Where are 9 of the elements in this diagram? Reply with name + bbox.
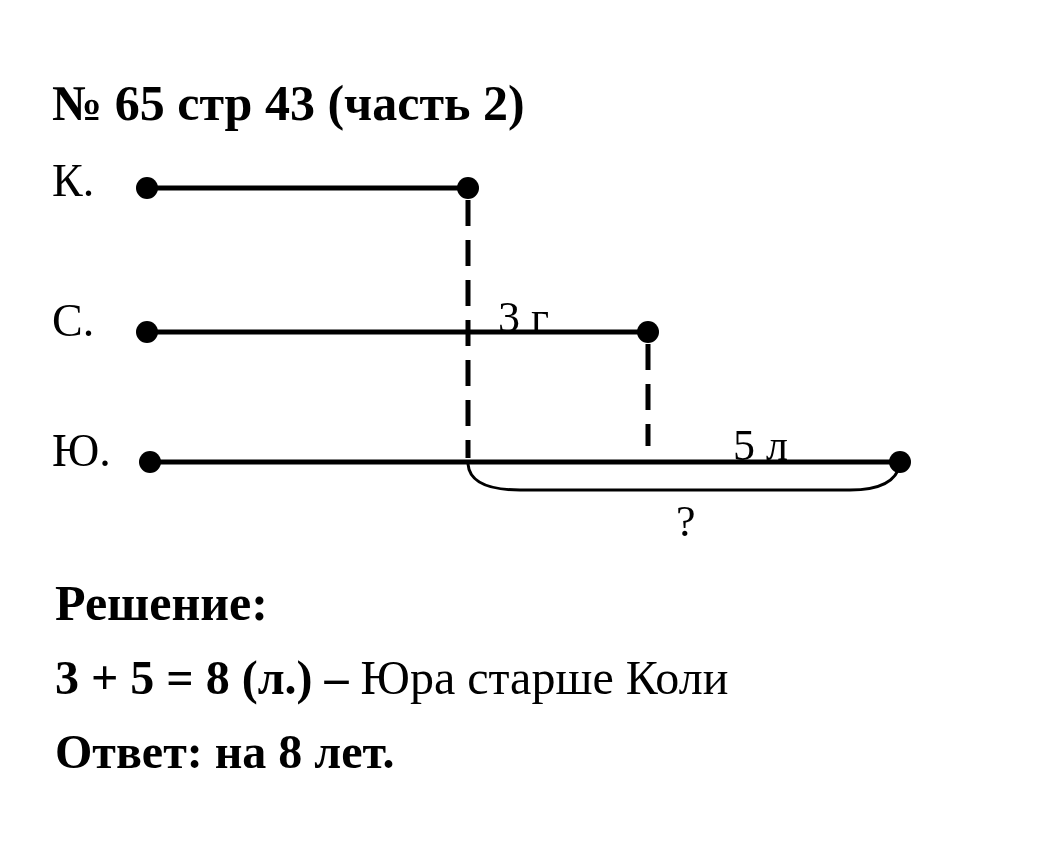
answer-line: Ответ: на 8 лет. xyxy=(55,724,395,780)
brace-label: ? xyxy=(676,496,696,548)
solution-line: 3 + 5 = 8 (л.) – Юра старше Коли xyxy=(55,650,729,707)
title: № 65 стр 43 (часть 2) xyxy=(52,74,525,133)
segment-letter: С. xyxy=(52,294,95,348)
solution-heading: Решение: xyxy=(55,574,268,633)
segment-letter: Ю. xyxy=(52,424,111,478)
segment-label: 5 л xyxy=(733,420,788,472)
segment-letter: К. xyxy=(52,154,95,208)
